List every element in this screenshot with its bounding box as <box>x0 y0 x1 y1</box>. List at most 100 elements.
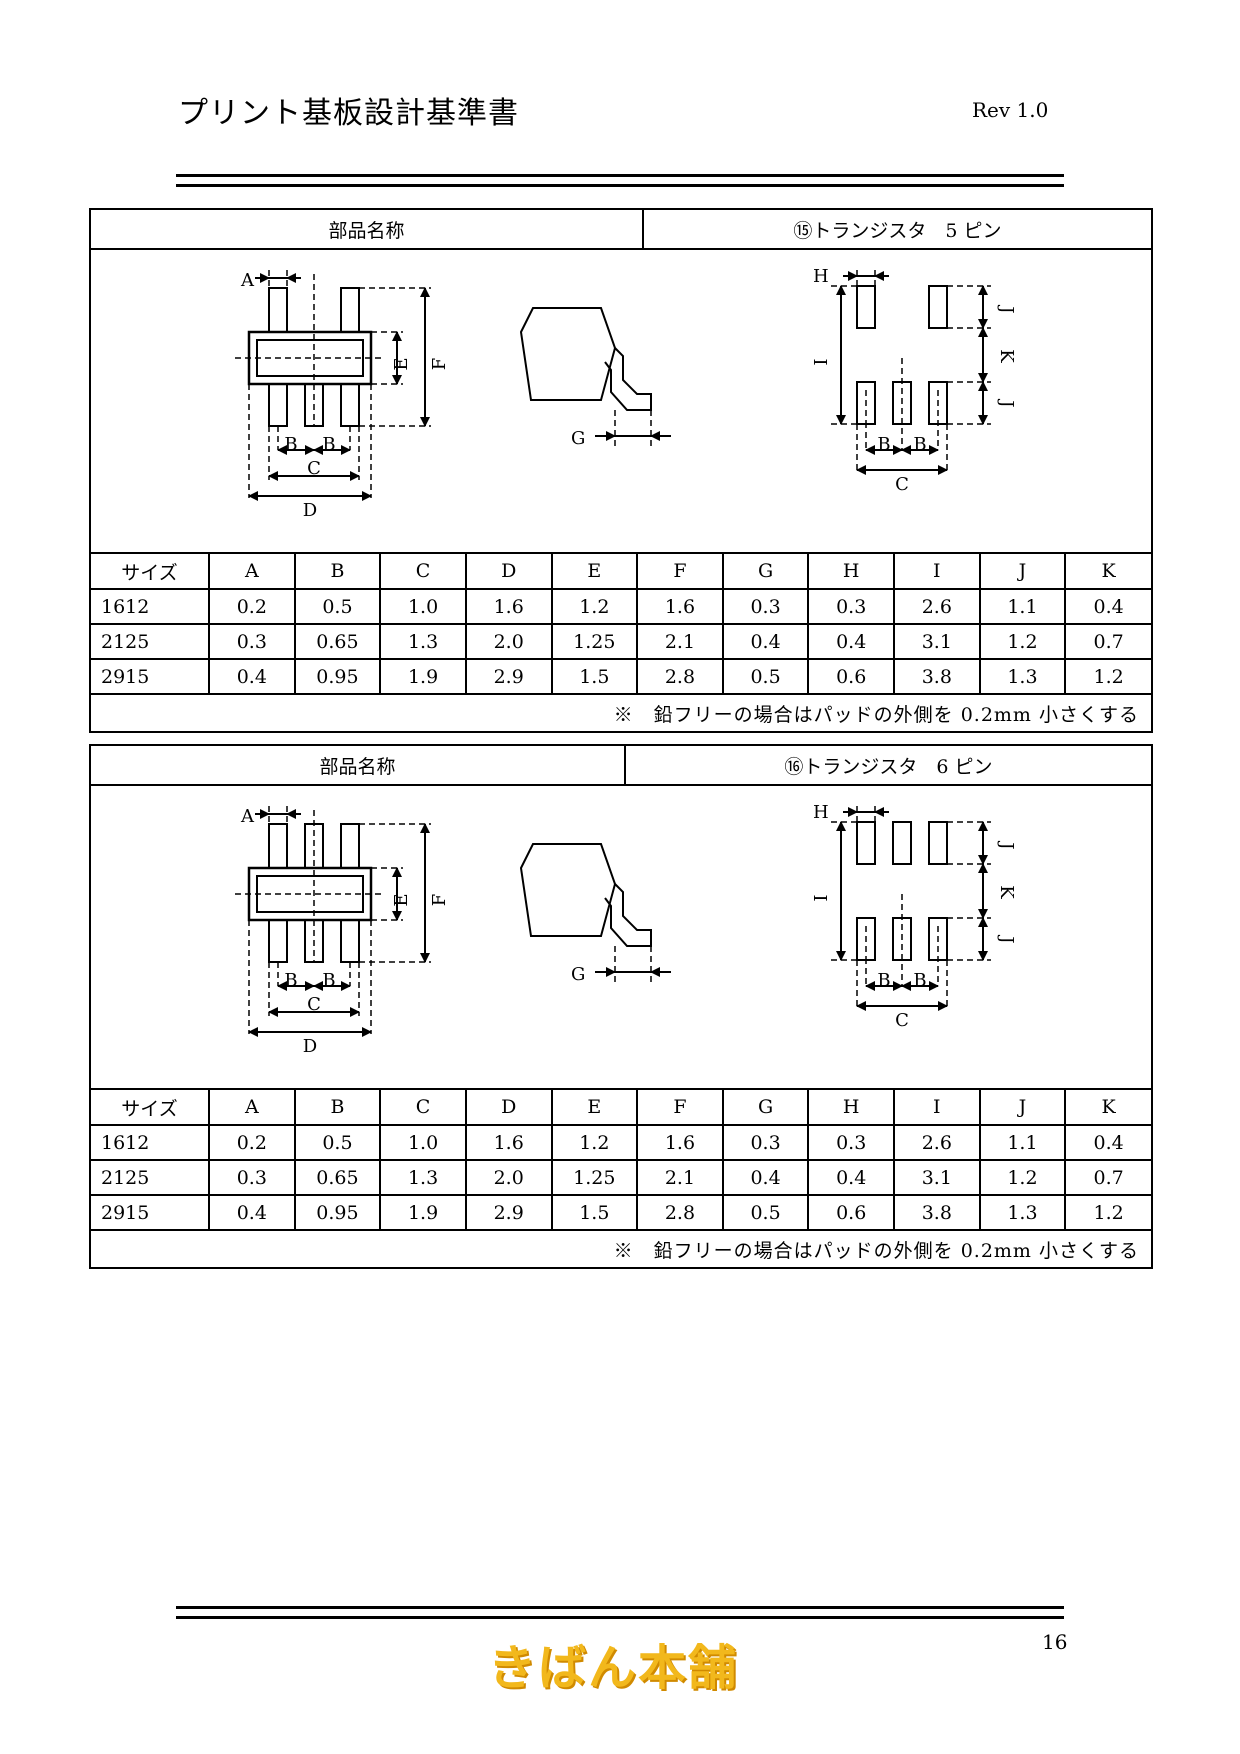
header-rule-top <box>176 174 1064 177</box>
dimension-cell: 1.2 <box>978 1159 1067 1196</box>
column-header: C <box>379 1090 467 1126</box>
dimension-cell: 0.4 <box>721 623 810 660</box>
dimension-cell: 2.9 <box>464 1194 553 1231</box>
dimension-cell: 0.4 <box>208 1194 296 1231</box>
dimension-cell: 2.1 <box>636 623 724 660</box>
size-code-cell: 1612 <box>91 1124 210 1161</box>
dimension-cell: 0.5 <box>293 588 382 625</box>
column-header: J <box>978 554 1067 590</box>
size-code-cell: 1612 <box>91 588 210 625</box>
dimension-cell: 0.4 <box>721 1159 810 1196</box>
lead-bottom-left <box>268 383 288 427</box>
lead-top-left <box>268 287 288 333</box>
dimension-cell: 2.1 <box>636 1159 724 1196</box>
column-header: サイズ <box>91 1090 210 1126</box>
dimension-cell: 3.1 <box>893 623 981 660</box>
dimension-cell: 1.2 <box>1064 658 1151 695</box>
dim-label-b3: B <box>877 970 890 991</box>
dimension-cell: 3.8 <box>893 1194 981 1231</box>
dimension-cell: 2.0 <box>464 623 553 660</box>
dimension-cell: 0.7 <box>1064 1159 1151 1196</box>
part-name-label: 部品名称 <box>91 746 626 784</box>
dimension-cell: 0.2 <box>208 588 296 625</box>
revision-label: Rev 1.0 <box>972 98 1049 122</box>
dimension-cell: 1.25 <box>550 623 639 660</box>
dim-label-e: E <box>391 357 412 370</box>
size-code-cell: 2915 <box>91 658 210 695</box>
dimension-cell: 0.3 <box>807 1124 895 1161</box>
dimension-cell: 2.6 <box>893 1124 981 1161</box>
dimension-cell: 1.0 <box>379 588 467 625</box>
dimension-cell: 0.65 <box>293 623 382 660</box>
footprint-diagram: A B B C D E F G H I J K J B B C <box>235 802 1017 1057</box>
column-header: G <box>721 1090 810 1126</box>
side-view-lead <box>604 347 652 411</box>
column-header: F <box>636 1090 724 1126</box>
column-header: K <box>1064 1090 1151 1126</box>
dim-label-c2: C <box>895 1010 909 1031</box>
part-name-value: ⑯トランジスタ 6 ピン <box>784 755 993 778</box>
lead-bottom-left <box>268 919 288 963</box>
dim-label-j-bottom: J <box>996 398 1017 407</box>
pad-top-middle <box>892 821 912 865</box>
size-code-cell: 2915 <box>91 1194 210 1231</box>
dimension-cell: 3.8 <box>893 658 981 695</box>
column-header: I <box>893 554 981 590</box>
diagram-area: A B B C D E F G H I J K J B B C <box>91 250 1151 554</box>
dimension-cell: 0.4 <box>1064 1124 1151 1161</box>
dimension-cell: 1.2 <box>1064 1194 1151 1231</box>
column-header: F <box>636 554 724 590</box>
dim-label-j-top: J <box>996 840 1017 849</box>
column-header: E <box>550 1090 639 1126</box>
dimension-cell: 0.6 <box>807 658 895 695</box>
document-title: プリント基板設計基準書 <box>178 96 519 131</box>
dimension-cell: 1.9 <box>379 658 467 695</box>
dim-label-g: G <box>571 428 585 449</box>
dim-label-c: C <box>307 458 321 479</box>
dimension-cell: 0.95 <box>293 658 382 695</box>
dim-label-d: D <box>303 1036 317 1057</box>
dimension-cell: 2.9 <box>464 658 553 695</box>
dimension-cell: 1.3 <box>379 1159 467 1196</box>
dim-label-f: F <box>429 358 450 371</box>
column-header: A <box>208 554 296 590</box>
footer-rule-bottom <box>176 1616 1064 1619</box>
dimension-cell: 0.4 <box>1064 588 1151 625</box>
dimension-cell: 1.25 <box>550 1159 639 1196</box>
dimension-cell: 1.9 <box>379 1194 467 1231</box>
section-header: 部品名称 ⑮トランジスタ 5 ピン <box>91 210 1151 250</box>
lead-top-right <box>340 287 360 333</box>
dimension-cell: 2.0 <box>464 1159 553 1196</box>
lead-bottom-right <box>340 383 360 427</box>
lead-top-left <box>268 823 288 869</box>
lead-free-note: ※ 鉛フリーの場合はパッドの外側を 0.2mm 小さくする <box>613 1239 1139 1262</box>
column-header: B <box>293 554 382 590</box>
dim-label-b1: B <box>284 434 297 455</box>
pad-top-left <box>856 821 876 865</box>
column-header: H <box>807 1090 895 1126</box>
component-section-2: 部品名称 ⑯トランジスタ 6 ピン <box>89 744 1153 1269</box>
dimension-cell: 0.5 <box>721 658 810 695</box>
dimension-cell: 0.6 <box>807 1194 895 1231</box>
dim-label-h: H <box>813 266 829 287</box>
dim-label-a: A <box>240 806 255 827</box>
column-header: J <box>978 1090 1067 1126</box>
diagram-area: A B B C D E F G H I J K J B B C <box>91 786 1151 1090</box>
dimension-cell: 2.8 <box>636 1194 724 1231</box>
dimension-cell: 0.2 <box>208 1124 296 1161</box>
footprint-diagram: A B B C D E F G H I J K J B B C <box>235 266 1017 521</box>
dimension-cell: 1.2 <box>550 1124 639 1161</box>
component-section-1: 部品名称 ⑮トランジスタ 5 ピン <box>89 208 1153 733</box>
column-header: G <box>721 554 810 590</box>
column-header: D <box>464 554 553 590</box>
dimension-cell: 1.3 <box>379 623 467 660</box>
column-header: B <box>293 1090 382 1126</box>
column-header: サイズ <box>91 554 210 590</box>
